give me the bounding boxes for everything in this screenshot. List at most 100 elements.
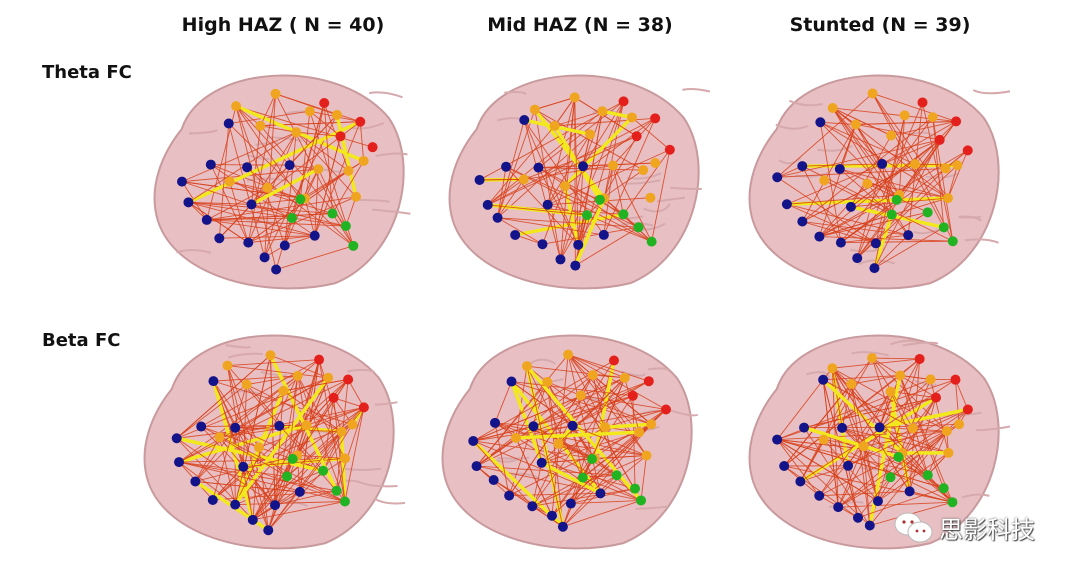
node-orange [641, 450, 652, 461]
connection-edge [497, 217, 543, 245]
node-green [885, 472, 896, 483]
node-blue [271, 264, 282, 275]
connection-edge [872, 93, 945, 228]
node-orange [575, 390, 586, 401]
connection-edge [487, 179, 525, 206]
node-blue [834, 163, 845, 174]
node-orange [646, 419, 657, 430]
node-blue [279, 240, 290, 251]
node-orange [600, 422, 611, 433]
node-blue [501, 161, 512, 172]
connection-edge [801, 124, 857, 222]
connection-edge [802, 221, 877, 244]
connection-edge [251, 203, 346, 227]
node-blue [814, 231, 825, 242]
node-orange [827, 103, 838, 114]
node-blue [201, 214, 212, 225]
connection-edge [248, 235, 315, 244]
node-orange [626, 112, 637, 123]
connection-edge [479, 178, 524, 181]
node-orange [313, 164, 324, 175]
connection-edge [178, 461, 346, 502]
connection-edge [212, 384, 248, 501]
connection-edge [562, 500, 642, 528]
connection-edge [558, 443, 647, 456]
brain-gyrus [682, 87, 710, 93]
connection-edge [574, 101, 624, 266]
row-label-theta: Theta FC [42, 62, 132, 83]
brain-gyrus [890, 339, 922, 346]
node-orange [645, 192, 656, 203]
node-blue [471, 461, 482, 472]
connection-edge [872, 93, 949, 199]
connection-edge [900, 374, 931, 380]
connection-edge [541, 457, 595, 464]
connection-edge [314, 169, 319, 236]
brain-gyrus [778, 156, 802, 165]
connection-edge [831, 367, 880, 428]
connection-edge [252, 501, 346, 521]
node-blue [243, 237, 254, 248]
connection-edge [229, 181, 249, 243]
connection-edge [819, 211, 928, 238]
connection-edge [534, 96, 575, 111]
connection-edge [927, 452, 949, 476]
connection-edge [877, 397, 937, 502]
connection-edge [831, 368, 865, 447]
connection-edge [572, 425, 647, 456]
connection-edge [317, 168, 347, 227]
brain-gyrus [627, 172, 662, 180]
node-blue [238, 461, 249, 472]
brain-gyrus [668, 408, 699, 417]
connection-edge [260, 125, 297, 133]
connection-edge [879, 426, 949, 454]
connection-edge [651, 149, 671, 242]
connection-edge [624, 377, 640, 433]
column-title-high-haz: High HAZ ( N = 40) [181, 14, 385, 36]
connection-edge [235, 105, 373, 148]
node-blue [284, 160, 295, 171]
node-red [643, 376, 654, 387]
connection-edge [487, 204, 588, 216]
connection-edge [274, 390, 284, 506]
node-orange [886, 130, 897, 141]
connection-edge [547, 97, 576, 205]
connection-edge [842, 397, 937, 429]
connection-edge [306, 379, 349, 426]
strong-connection-edge [601, 109, 633, 120]
brain-gyrus [961, 493, 990, 499]
node-blue [542, 199, 553, 210]
node-blue [270, 500, 281, 511]
connection-edge [494, 422, 647, 456]
node-orange [943, 447, 954, 458]
brain-gyrus [648, 367, 671, 373]
column-title-mid-haz: Mid HAZ (N = 38) [487, 14, 673, 36]
node-orange [885, 386, 896, 397]
connection-edge [309, 110, 341, 137]
connection-edge [899, 375, 945, 489]
node-blue [573, 239, 584, 250]
connection-edge [284, 168, 319, 246]
connection-edge [181, 181, 293, 219]
node-orange [265, 350, 276, 361]
node-blue [528, 421, 539, 432]
brain-surface [153, 74, 405, 290]
node-blue [852, 253, 863, 264]
node-blue [772, 434, 783, 445]
node-orange [224, 176, 235, 187]
connection-edge [542, 185, 566, 245]
connection-edge [640, 455, 647, 501]
connection-edge [819, 139, 940, 237]
connection-edge [333, 397, 346, 502]
connection-edge [297, 375, 346, 502]
connection-edge [857, 487, 944, 519]
connection-edge [188, 201, 249, 243]
node-orange [867, 353, 878, 364]
node-red [962, 145, 973, 156]
connection-edge [881, 121, 957, 165]
connection-edge [213, 380, 236, 428]
connection-edge [497, 109, 536, 218]
node-blue [223, 118, 234, 129]
node-orange [549, 120, 560, 131]
connection-edge [832, 367, 948, 432]
